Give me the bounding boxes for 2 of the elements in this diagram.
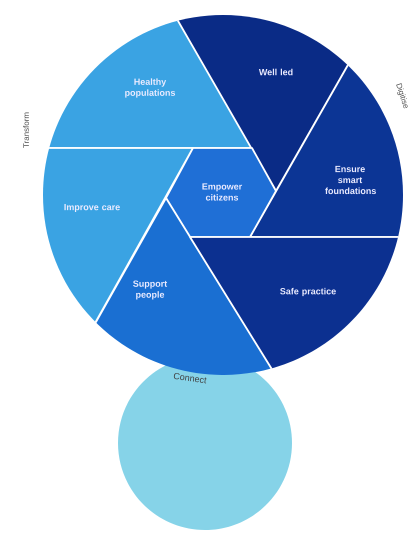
- segment: Empower citizens: [165, 147, 277, 238]
- node-label: Support people: [133, 280, 168, 300]
